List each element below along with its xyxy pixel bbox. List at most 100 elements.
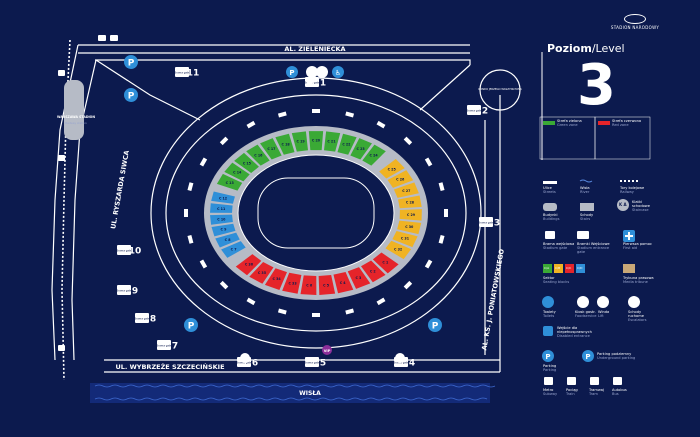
logo: STADION NARODOWY <box>605 14 665 30</box>
gate-label: Brama gate <box>116 249 132 253</box>
sector-block[interactable] <box>264 268 287 290</box>
pylon <box>199 157 208 167</box>
station-name: WARSZAWA STADION <box>57 115 95 119</box>
gate-label-box <box>305 357 319 367</box>
street-south: UL. WYBRZEŻE SZCZECIŃSKIE <box>115 362 224 371</box>
parking-southeast[interactable]: P <box>428 318 442 332</box>
sector-block[interactable] <box>362 144 386 166</box>
sector-block[interactable] <box>235 254 262 276</box>
sector-block[interactable] <box>398 195 422 209</box>
sector-block[interactable] <box>350 138 372 160</box>
stadium-ring-2 <box>165 94 467 332</box>
pylon <box>403 280 413 290</box>
sector-block[interactable] <box>385 240 412 260</box>
sector-label: C 5 <box>323 283 330 287</box>
sector-block[interactable] <box>372 252 399 274</box>
bus-icon <box>58 70 65 76</box>
sector-block[interactable] <box>224 162 250 182</box>
sector-block[interactable] <box>379 158 405 179</box>
level-label-en: Level <box>595 42 625 55</box>
gate-label-box <box>117 285 131 295</box>
gate-label-box <box>175 67 189 77</box>
street-north: AL. ZIELENIECKA <box>284 45 345 53</box>
parking-west[interactable]: P <box>124 88 138 102</box>
sector-block[interactable] <box>337 133 357 155</box>
parking-icon <box>124 55 138 69</box>
station-building <box>64 80 84 140</box>
sector-block[interactable] <box>246 144 270 166</box>
svg-text:P: P <box>128 59 135 69</box>
sector-block[interactable] <box>215 232 240 248</box>
sector-label: C 31 <box>401 237 410 241</box>
sector-block[interactable] <box>393 182 419 198</box>
sector-block[interactable] <box>210 203 233 213</box>
sector-block[interactable] <box>324 131 341 152</box>
sector-block[interactable] <box>260 138 282 160</box>
pylon <box>187 182 194 191</box>
sector-block[interactable] <box>387 170 414 188</box>
bus-icon <box>307 79 313 85</box>
disabled-icon <box>332 66 344 78</box>
sector-block[interactable] <box>318 274 336 295</box>
sector-label: C 2 <box>370 269 376 273</box>
sector-label: C 28 <box>406 201 415 205</box>
gate-number: 1 <box>320 79 326 89</box>
sector-block[interactable] <box>308 131 324 151</box>
sector-block[interactable] <box>399 209 422 221</box>
parking-southwest[interactable]: P <box>184 318 198 332</box>
pylon <box>246 120 256 129</box>
car-icon <box>240 353 250 363</box>
sector-block[interactable] <box>300 275 317 295</box>
sector-block[interactable] <box>211 223 236 237</box>
sector-block[interactable] <box>347 267 371 289</box>
sector-block[interactable] <box>361 260 386 283</box>
pylon <box>376 120 386 129</box>
parking-icon <box>428 318 442 332</box>
sector-block[interactable] <box>234 152 259 173</box>
sector-block[interactable] <box>333 271 354 294</box>
transport-south <box>240 79 405 363</box>
sector-label: C 26 <box>396 178 405 182</box>
vip-label: VIP <box>324 349 331 353</box>
sector-block[interactable] <box>291 131 308 152</box>
sector-block[interactable] <box>210 214 233 225</box>
parking-north[interactable]: P <box>124 55 138 69</box>
sector-block[interactable] <box>216 173 243 191</box>
river-band <box>90 383 490 403</box>
sector-label: C 20 <box>312 139 321 143</box>
gate-label: Brama gate <box>478 221 494 225</box>
sector-block[interactable] <box>282 272 302 294</box>
sector-block[interactable] <box>275 133 295 155</box>
gate-label-box <box>135 313 149 323</box>
sector-label: C 18 <box>282 143 291 147</box>
pylon <box>277 111 287 118</box>
stadium-pylons <box>184 109 448 317</box>
sector-block[interactable] <box>221 241 246 258</box>
sector-block[interactable] <box>397 220 422 235</box>
gate-label: Brama gate <box>116 289 132 293</box>
sector-block[interactable] <box>392 230 418 248</box>
sector-block[interactable] <box>249 261 274 284</box>
legend-food: Kiosk gastr.Foodservice <box>575 310 597 319</box>
sector-block[interactable] <box>211 191 235 204</box>
gate-label-box <box>467 105 481 115</box>
gate-label-box <box>117 245 131 255</box>
legend-sector-code-3: C/D <box>577 266 583 270</box>
station-sub: Railway station <box>65 121 87 125</box>
